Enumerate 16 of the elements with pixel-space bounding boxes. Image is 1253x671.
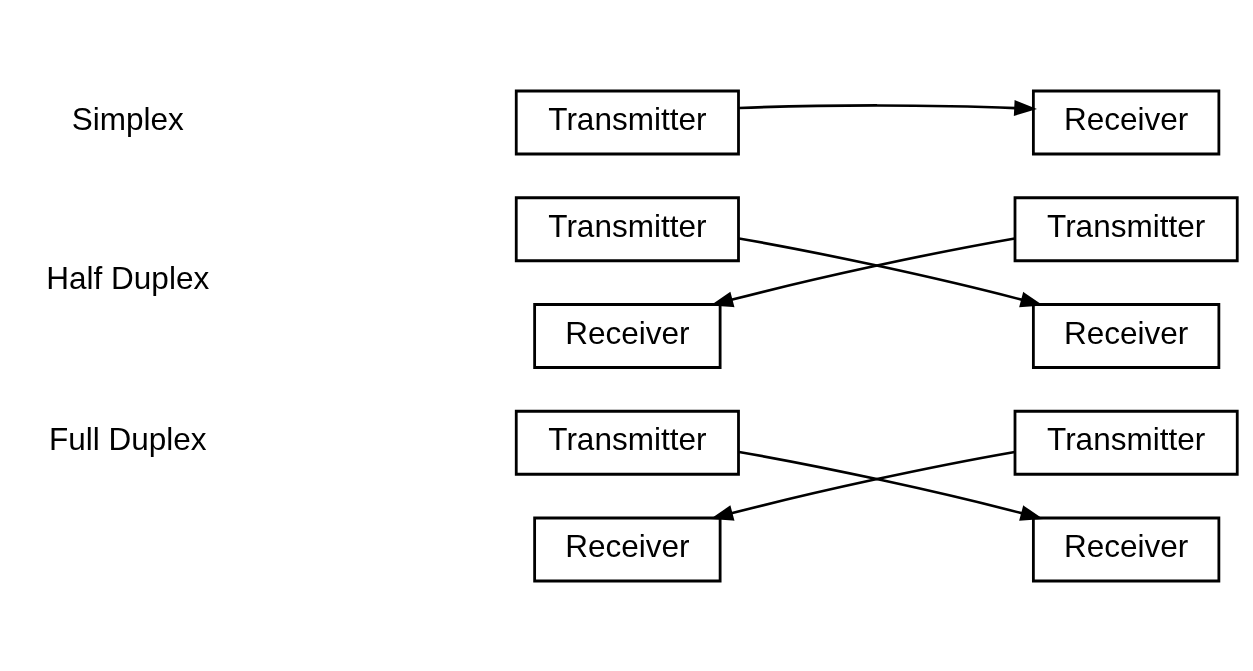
node-box: Receiver <box>1032 516 1221 582</box>
node-box: Transmitter <box>1013 409 1239 476</box>
node-box: Receiver <box>533 516 722 582</box>
arrow <box>710 450 1015 521</box>
node-box: Receiver <box>1032 89 1221 155</box>
node-box: Transmitter <box>514 89 740 155</box>
node-box: Transmitter <box>514 409 740 476</box>
node-box: Transmitter <box>514 195 740 262</box>
label: Half Duplex <box>46 259 210 296</box>
node-box: Receiver <box>533 302 722 369</box>
node-box: Receiver <box>1032 302 1221 369</box>
node-box: Transmitter <box>1013 195 1239 262</box>
arrow <box>738 450 1044 521</box>
label: Full Duplex <box>48 420 207 457</box>
arrow <box>739 99 1037 116</box>
label: Simplex <box>71 100 184 137</box>
